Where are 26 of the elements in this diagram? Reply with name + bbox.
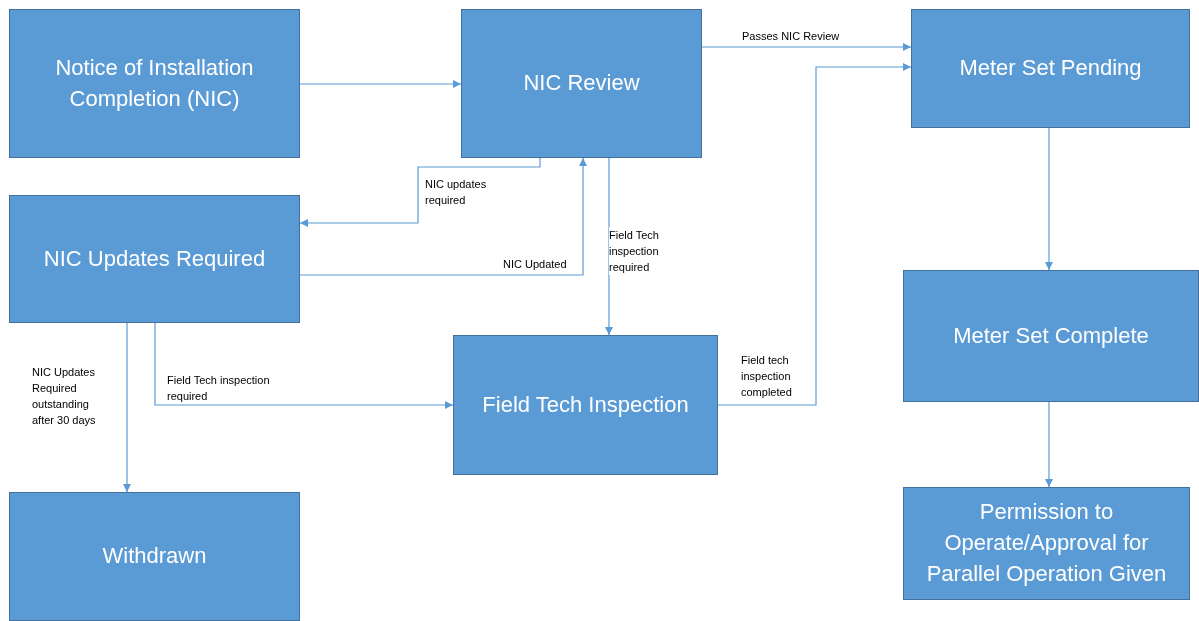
process-box [911, 9, 1190, 128]
arrow [1045, 127, 1053, 271]
arrow [154, 322, 454, 409]
node-text: Meter Set Complete [953, 321, 1149, 350]
arrow [717, 63, 912, 406]
node-text: Field Tech Inspection [482, 390, 689, 419]
node-text: Permission to Operate/Approval for Parallel Operation Given [925, 498, 1168, 588]
process-box [9, 492, 300, 621]
node-text: NIC Updates Required [43, 244, 266, 273]
arrow [299, 157, 541, 227]
arrow [299, 157, 587, 276]
process-box [461, 9, 702, 158]
arrow [701, 43, 912, 51]
arrow [605, 157, 613, 336]
arrow [123, 322, 131, 493]
process-box [453, 335, 718, 475]
arrow [1045, 401, 1053, 488]
process-box [903, 487, 1190, 600]
node-text: NIC Review [523, 69, 640, 98]
node-text: Notice of Installation Completion (NIC) [54, 53, 255, 113]
node-text: Meter Set Pending [959, 54, 1142, 83]
arrow [299, 80, 462, 88]
process-box [9, 195, 300, 323]
node-text: Withdrawn [102, 542, 207, 571]
process-box [9, 9, 300, 158]
process-box [903, 270, 1199, 402]
